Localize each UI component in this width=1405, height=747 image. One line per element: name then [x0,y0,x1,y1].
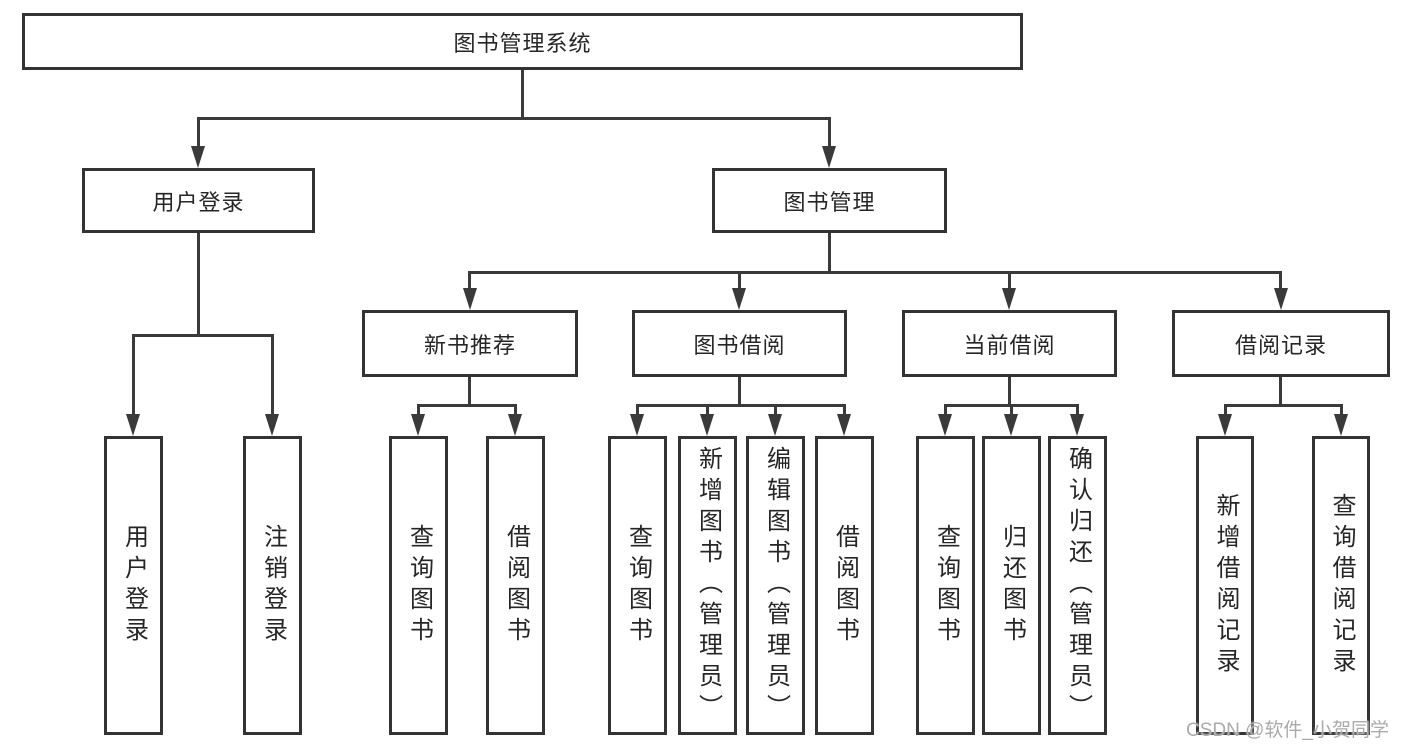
connector-line [1279,377,1282,407]
connector-line [417,404,516,407]
leaf-user-login-label: 用户登录 [120,523,148,648]
leaf-bb-query-book: 查询图书 [608,436,667,735]
arrowhead [822,146,836,168]
connector-line [132,334,274,337]
arrowhead [1218,414,1232,436]
arrowhead [938,414,952,436]
arrowhead [1334,414,1348,436]
connector-line [636,404,845,407]
node-book-borrow: 图书借阅 [632,310,847,377]
connector-line [468,377,471,407]
leaf-bb-edit-book-admin: 编辑图书（管理员） [746,436,805,735]
connector-line [197,117,831,120]
node-user-login: 用户登录 [82,168,315,233]
node-root: 图书管理系统 [22,13,1023,70]
leaf-user-login: 用户登录 [104,436,163,735]
leaf-bb-add-book-admin: 新增图书（管理员） [678,436,737,735]
leaf-nbr-borrow-book-label: 借阅图书 [502,523,530,648]
arrowhead [630,414,644,436]
arrowhead [837,414,851,436]
leaf-bb-borrow-book-label: 借阅图书 [831,523,859,648]
connector-line [706,404,709,418]
connector-line [132,334,135,416]
leaf-cb-return-book-label: 归还图书 [998,523,1026,648]
connector-line [828,233,831,274]
connector-line [468,271,471,291]
leaf-br-add-record-label: 新增借阅记录 [1212,492,1239,679]
node-borrow-record-label: 借阅记录 [1234,332,1327,358]
arrowhead [1274,288,1288,310]
leaf-bb-borrow-book: 借阅图书 [815,436,874,735]
watermark-text: CSDN @软件_小贺同学 [1186,720,1389,741]
connector-line [774,404,777,418]
leaf-nbr-query-book-label: 查询图书 [405,523,433,648]
connector-line [271,334,274,416]
arrowhead [1070,414,1084,436]
leaf-cb-return-book: 归还图书 [982,436,1041,735]
connector-line [738,271,741,291]
leaf-bb-query-book-label: 查询图书 [624,523,652,648]
node-current-borrow-label: 当前借阅 [963,332,1056,358]
connector-line [1008,377,1011,407]
arrowhead [1004,414,1018,436]
arrowhead [191,146,205,168]
connector-line [468,271,1282,274]
connector-line [1224,404,1343,407]
connector-line [197,233,200,337]
connector-line [843,404,846,418]
leaf-cb-query-book: 查询图书 [916,436,975,735]
arrowhead [700,414,714,436]
node-borrow-record: 借阅记录 [1172,310,1390,377]
arrowhead [463,288,477,310]
leaf-br-query-record-label: 查询借阅记录 [1328,492,1355,679]
connector-line [944,404,947,418]
node-book-management: 图书管理 [712,168,947,233]
leaf-nbr-borrow-book: 借阅图书 [486,436,545,735]
leaf-logout-label: 注销登录 [259,523,287,648]
node-current-borrow: 当前借阅 [902,310,1117,377]
leaf-bb-edit-book-admin-label: 编辑图书（管理员） [762,446,790,725]
connector-line [828,117,831,148]
arrowhead [768,414,782,436]
leaf-cb-confirm-return-admin: 确认归还（管理员） [1048,436,1107,735]
connector-line [636,404,639,418]
leaf-cb-confirm-return-admin-label: 确认归还（管理员） [1064,446,1092,725]
connector-line [514,404,517,418]
connector-line [1010,404,1013,418]
connector-line [1224,404,1227,418]
connector-line [521,70,524,119]
connector-line [1008,271,1011,291]
node-root-label: 图书管理系统 [453,30,592,56]
leaf-bb-add-book-admin-label: 新增图书（管理员） [694,446,722,725]
node-book-management-label: 图书管理 [783,189,876,215]
connector-line [738,377,741,407]
arrowhead [411,414,425,436]
leaf-nbr-query-book: 查询图书 [389,436,448,735]
arrowhead [508,414,522,436]
connector-line [1076,404,1079,418]
leaf-br-query-record: 查询借阅记录 [1312,436,1370,735]
arrowhead [126,414,140,436]
node-new-book-recommend: 新书推荐 [362,310,578,377]
arrowhead [265,414,279,436]
arrowhead [732,288,746,310]
leaf-br-add-record: 新增借阅记录 [1196,436,1254,735]
leaf-logout: 注销登录 [243,436,302,735]
arrowhead [1002,288,1016,310]
connector-line [417,404,420,418]
connector-line [1279,271,1282,291]
connector-line [1340,404,1343,418]
connector-line [197,117,200,148]
node-new-book-recommend-label: 新书推荐 [423,332,516,358]
node-user-login-label: 用户登录 [152,189,245,215]
node-book-borrow-label: 图书借阅 [693,332,786,358]
leaf-cb-query-book-label: 查询图书 [932,523,960,648]
